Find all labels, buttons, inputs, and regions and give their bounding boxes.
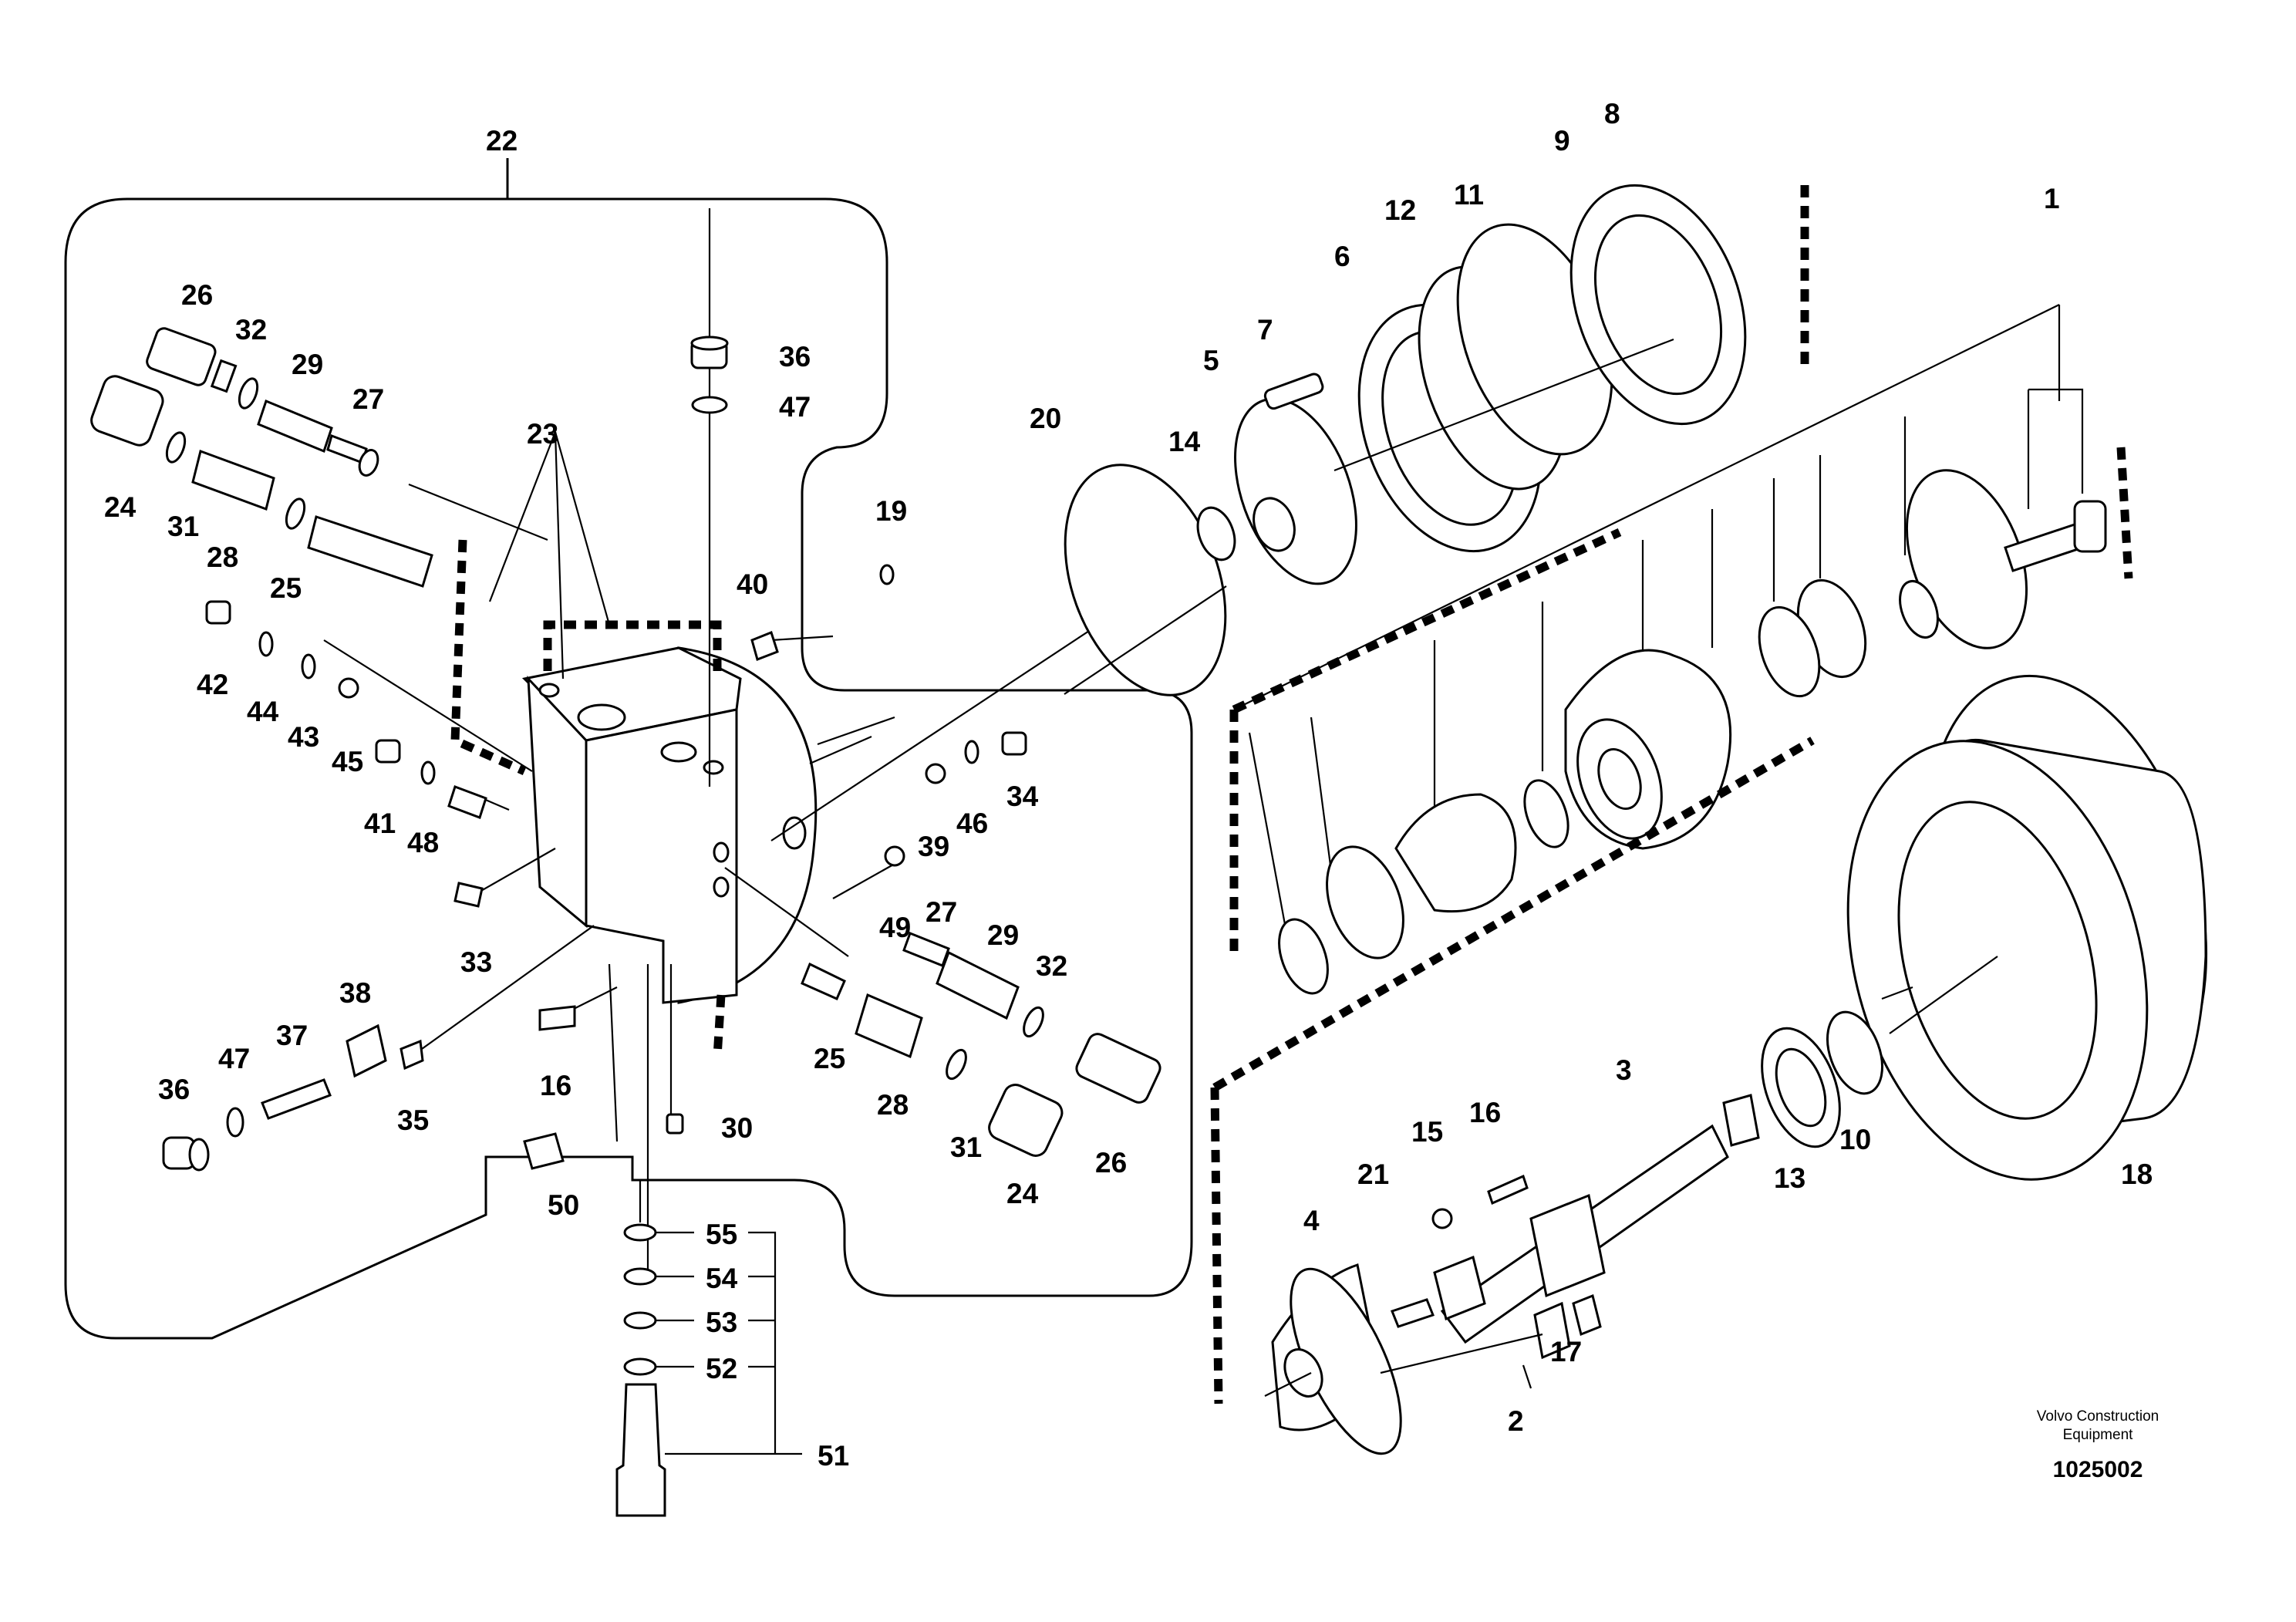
drawing-number: 1025002 (2053, 1457, 2143, 1482)
callout-36-bottom: 36 (158, 1074, 190, 1105)
valve-block (450, 539, 818, 1057)
callout-19: 19 (875, 495, 907, 527)
callout-14: 14 (1168, 426, 1201, 457)
housing-and-shaft (1210, 674, 2208, 1455)
brand-line-1: Volvo Construction (2037, 1408, 2159, 1425)
callout-1: 1 (2044, 183, 2060, 214)
brand-line-2: Equipment (2063, 1427, 2134, 1443)
title-block: Volvo Construction Equipment 1025002 (2037, 1408, 2159, 1482)
callout-6: 6 (1334, 241, 1350, 272)
callout-4: 4 (1303, 1205, 1320, 1236)
callout-29-right: 29 (987, 919, 1019, 951)
oring-stack (615, 1180, 666, 1517)
relief-valve-upper (90, 327, 433, 588)
callout-54: 54 (706, 1263, 738, 1294)
callout-3: 3 (1616, 1054, 1632, 1086)
callout-22: 22 (486, 125, 518, 157)
callout-34: 34 (1006, 781, 1039, 812)
callout-18: 18 (2121, 1158, 2153, 1190)
callout-33: 33 (460, 946, 492, 978)
callout-5: 5 (1203, 345, 1219, 376)
callout-29-left: 29 (292, 349, 323, 380)
callout-28-right: 28 (877, 1089, 909, 1121)
callout-32-right: 32 (1036, 950, 1067, 982)
callout-27-left: 27 (352, 383, 384, 415)
callout-24-left: 24 (104, 491, 137, 523)
callout-20: 20 (1030, 403, 1061, 434)
callout-27-right: 27 (925, 896, 957, 928)
callout-8: 8 (1604, 98, 1620, 130)
callout-48: 48 (407, 827, 439, 858)
callout-41: 41 (364, 808, 396, 839)
callout-43: 43 (288, 721, 319, 753)
callout-labels: 1 2 3 4 5 6 7 8 9 10 11 12 13 14 15 16 1… (104, 98, 2153, 1472)
callout-7: 7 (1257, 314, 1273, 346)
callout-13: 13 (1774, 1162, 1805, 1194)
callout-12: 12 (1384, 194, 1416, 226)
callout-32-left: 32 (235, 314, 267, 346)
callout-50: 50 (548, 1189, 579, 1221)
callout-26-left: 26 (181, 279, 213, 311)
callout-31-left: 31 (167, 511, 199, 542)
motor-upper-parts (1064, 184, 1809, 696)
small-parts-left (162, 600, 684, 1172)
callout-38: 38 (339, 977, 371, 1009)
callout-16-right: 16 (1469, 1097, 1501, 1128)
callout-39: 39 (918, 831, 949, 862)
callout-9: 9 (1554, 125, 1570, 157)
callout-21: 21 (1357, 1158, 1389, 1190)
callout-11: 11 (1454, 179, 1484, 211)
callout-23: 23 (527, 418, 558, 450)
callout-16-left: 16 (540, 1070, 571, 1101)
callout-51: 51 (818, 1440, 849, 1472)
callout-25-right: 25 (814, 1043, 845, 1074)
callout-52: 52 (706, 1353, 737, 1384)
callout-53: 53 (706, 1307, 737, 1338)
callout-25-left: 25 (270, 572, 302, 604)
callout-17: 17 (1550, 1336, 1582, 1367)
callout-36-top: 36 (779, 341, 811, 373)
callout-26-right: 26 (1095, 1147, 1127, 1179)
callout-31-right: 31 (950, 1131, 982, 1163)
leader-lines-left (323, 208, 1158, 1273)
callout-28-left: 28 (207, 541, 238, 573)
bracket-51-55 (656, 1231, 802, 1455)
callout-45: 45 (332, 746, 363, 777)
callout-46: 46 (956, 808, 988, 839)
callout-2: 2 (1508, 1405, 1524, 1437)
callout-37: 37 (276, 1020, 308, 1051)
callout-10: 10 (1839, 1124, 1871, 1155)
relief-valve-lower (801, 731, 1161, 1157)
callout-35: 35 (397, 1104, 429, 1136)
callout-30: 30 (721, 1112, 753, 1144)
callout-47-bottom: 47 (218, 1043, 250, 1074)
callout-42: 42 (197, 669, 228, 700)
callout-55: 55 (706, 1219, 737, 1250)
callout-44: 44 (247, 696, 279, 727)
rotating-group (1229, 304, 2133, 995)
callout-49: 49 (879, 912, 911, 943)
plug-and-orings-top (690, 336, 895, 661)
group-22-outline (64, 197, 1193, 1340)
callout-15: 15 (1411, 1116, 1443, 1148)
callout-40: 40 (737, 568, 768, 600)
callout-24-right: 24 (1006, 1178, 1039, 1209)
callout-47-top: 47 (779, 391, 811, 423)
